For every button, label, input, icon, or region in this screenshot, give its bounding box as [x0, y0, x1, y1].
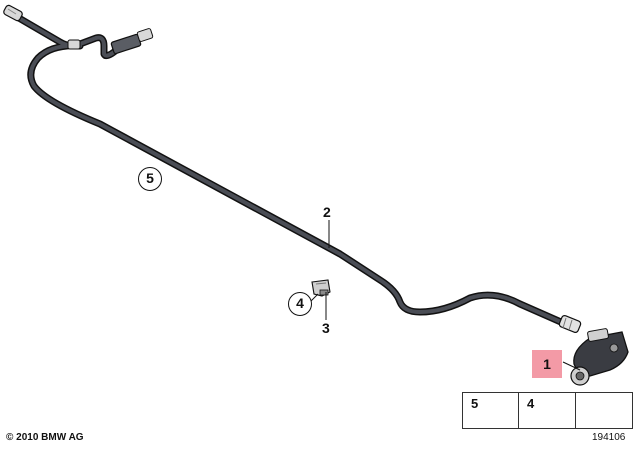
legend-divider: [518, 393, 519, 428]
callout-1-highlighted: 1: [532, 350, 562, 378]
washer-nozzle: [570, 328, 629, 386]
hose-line: [10, 12, 572, 328]
legend-divider: [575, 393, 576, 428]
diagram-number: 194106: [592, 432, 626, 443]
legend-number-5: 5: [471, 396, 479, 411]
hose-connector-left: [3, 4, 23, 22]
hose-connector-right: [558, 314, 582, 334]
hose-clip: [311, 279, 331, 297]
callout-3: 3: [322, 320, 330, 336]
leader-line-1: [562, 361, 581, 371]
callout-5: 5: [138, 167, 162, 191]
parts-legend: 5 4: [462, 392, 633, 429]
copyright-text: © 2010 BMW AG: [6, 432, 84, 443]
legend-number-4: 4: [527, 396, 535, 411]
callout-4: 4: [288, 292, 312, 316]
hose-line-outline: [8, 10, 574, 330]
callout-2: 2: [323, 204, 331, 220]
hose-connector-upper: [67, 28, 154, 55]
